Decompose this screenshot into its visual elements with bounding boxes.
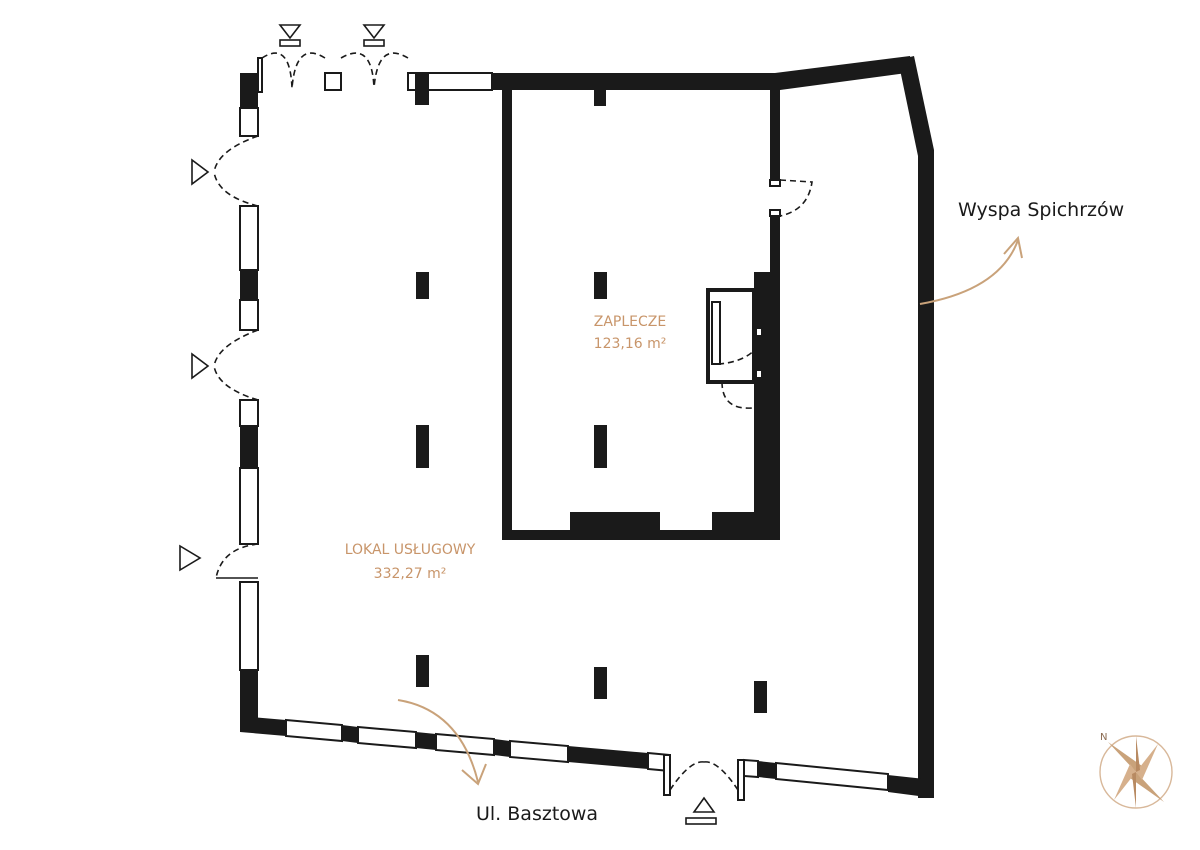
columns	[416, 90, 767, 713]
arrow-to-wyspa	[919, 239, 1019, 305]
outer-walls	[492, 56, 934, 798]
left-doors	[179, 135, 259, 579]
left-facade	[239, 73, 259, 732]
entry-marker-bottom	[692, 796, 716, 813]
direction-arrows	[397, 235, 1023, 786]
entry-marker-top-2	[362, 24, 386, 40]
street-label-basztowa: Ul. Basztowa	[476, 803, 598, 825]
zaplecze-walls	[502, 80, 813, 540]
entry-marker-left-2	[191, 352, 210, 380]
entry-marker-top-1	[278, 24, 302, 40]
bottom-facade	[240, 716, 889, 825]
room-area-lokal: 332,27 m²	[374, 566, 447, 582]
room-area-zaplecze: 123,16 m²	[594, 336, 667, 352]
entry-marker-left-3	[179, 544, 202, 572]
compass-rose: N	[1099, 732, 1173, 809]
top-facade	[257, 24, 493, 105]
compass-north-letter: N	[1100, 732, 1107, 743]
room-name-zaplecze: ZAPLECZE	[594, 314, 666, 330]
street-label-wyspa: Wyspa Spichrzów	[958, 199, 1124, 221]
room-name-lokal: LOKAL USŁUGOWY	[345, 542, 476, 558]
arrow-to-basztowa	[397, 699, 479, 783]
entry-marker-left-1	[191, 158, 210, 186]
